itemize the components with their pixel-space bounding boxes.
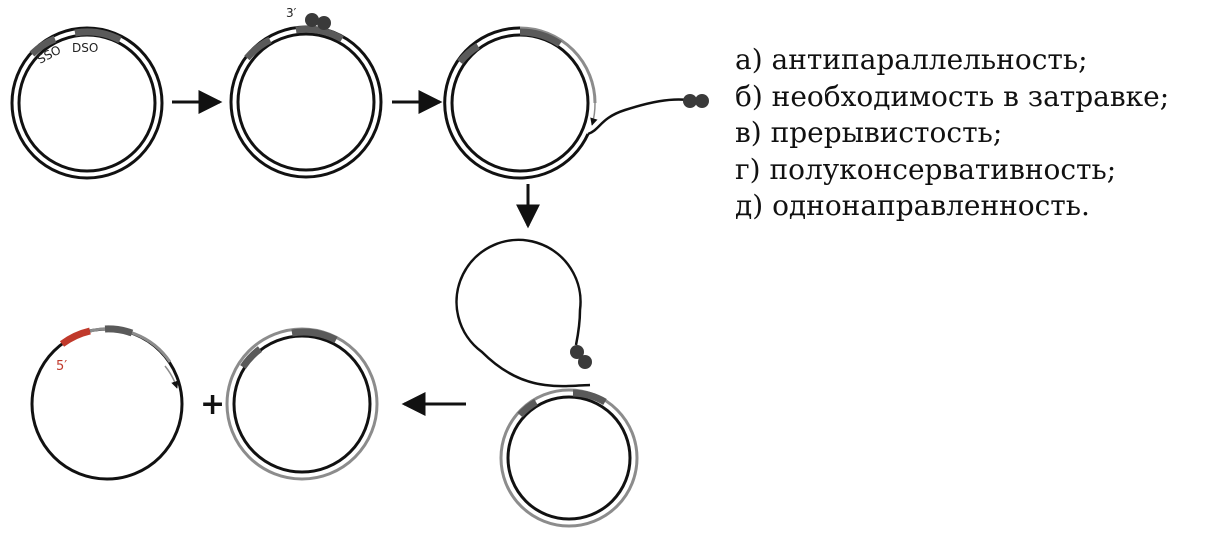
three-prime-label: 3′ — [286, 6, 297, 20]
option-e: д) однонаправленность. — [735, 189, 1090, 222]
initiator-protein-3 — [570, 345, 592, 369]
initiator-protein-1 — [305, 13, 331, 30]
plus-sign: + — [200, 387, 225, 422]
plasmid-circle-final-ss — [30, 325, 184, 481]
initiator-protein-2 — [683, 94, 709, 108]
displaced-strand-1 — [587, 98, 689, 136]
plasmid-circle-final-ds — [225, 327, 379, 481]
displaced-single-strand-circle — [455, 238, 591, 388]
five-prime-label: 5′ — [56, 359, 67, 374]
option-a: а) антипараллельность; — [735, 43, 1088, 76]
option-b: б) необходимость в затравке; — [735, 79, 1170, 113]
answer-options: а) антипараллельность; б) необходимость … — [735, 42, 1221, 225]
plasmid-circle-4 — [499, 388, 639, 528]
plasmid-circle-1 — [10, 26, 164, 180]
option-c: в) прерывистость; — [735, 116, 1003, 149]
dso-label: DSO — [72, 41, 98, 55]
plasmid-circle-3 — [443, 26, 598, 180]
plasmid-circle-2 — [229, 25, 383, 179]
option-d: г) полуконсервативность; — [735, 152, 1117, 186]
